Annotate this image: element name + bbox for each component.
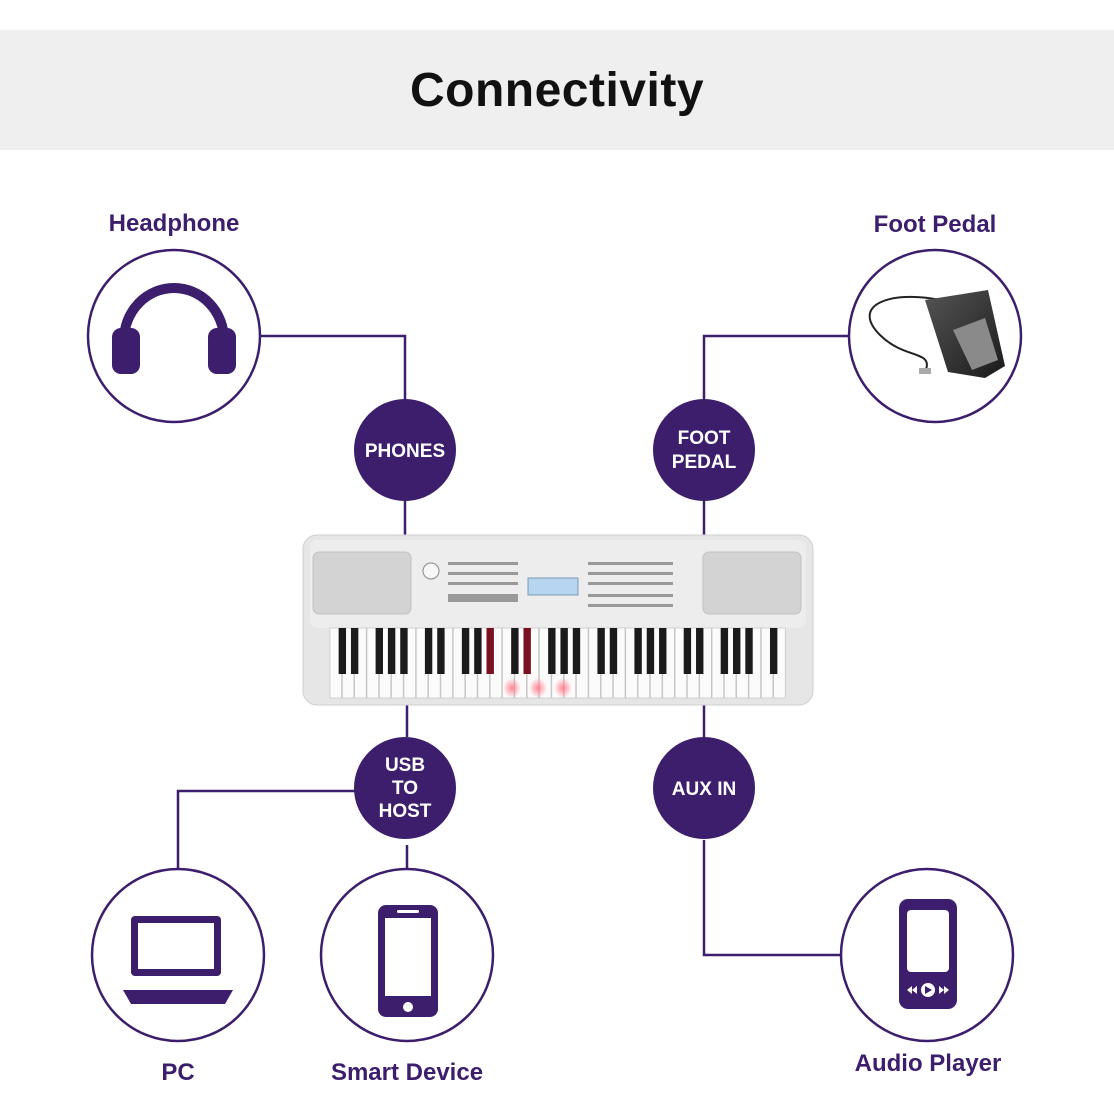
right-speaker xyxy=(702,551,802,615)
black-key xyxy=(474,628,482,674)
foot-pedal-port-label-1: FOOT xyxy=(678,428,731,449)
black-key xyxy=(609,628,618,674)
headphone-label: Headphone xyxy=(109,210,240,237)
aux-in-port: AUX IN xyxy=(653,737,755,839)
black-key xyxy=(634,628,642,674)
black-key xyxy=(338,628,347,674)
black-key xyxy=(696,628,704,674)
audio-player-icon xyxy=(899,899,957,1009)
black-key xyxy=(683,628,692,674)
smart-device xyxy=(319,867,495,1043)
connector-lines xyxy=(176,334,850,957)
left-speaker xyxy=(312,551,412,615)
black-key xyxy=(646,628,655,674)
laptop-icon xyxy=(123,916,233,1004)
black-key xyxy=(461,628,470,674)
black-key xyxy=(659,628,667,674)
usb-to-host-port: USB TO HOST xyxy=(354,737,456,839)
black-key xyxy=(511,628,519,674)
lit-key-glow-1 xyxy=(503,678,521,698)
phones-port: PHONES xyxy=(354,399,456,501)
audio-player-device xyxy=(839,867,1015,1043)
black-key xyxy=(375,628,383,674)
black-key xyxy=(572,628,581,674)
keyboard-image xyxy=(302,534,814,706)
aux-in-port-label: AUX IN xyxy=(672,779,736,800)
foot-pedal-icon xyxy=(868,290,1005,378)
black-key xyxy=(437,628,445,674)
lit-key-glow-3 xyxy=(554,678,572,698)
black-key xyxy=(720,628,729,674)
black-key xyxy=(350,628,359,674)
foot-pedal-port-label-2: PEDAL xyxy=(672,452,737,473)
black-keys xyxy=(338,628,778,674)
foot-pedal-label: Foot Pedal xyxy=(874,211,997,238)
usb-port-label-3: HOST xyxy=(379,801,432,822)
black-key xyxy=(733,628,741,674)
black-key xyxy=(560,628,568,674)
line-aux-audioplayer xyxy=(702,840,840,957)
line-footpedal-port xyxy=(702,334,850,400)
foot-pedal-port: FOOT PEDAL xyxy=(653,399,755,501)
black-key xyxy=(523,628,531,674)
pc-label: PC xyxy=(161,1059,194,1086)
lit-key-glow-2 xyxy=(529,678,547,698)
black-key xyxy=(548,628,556,674)
header-banner: Connectivity xyxy=(0,30,1114,150)
line-usb-pc xyxy=(176,789,356,870)
pc-device xyxy=(90,867,266,1043)
black-key xyxy=(745,628,753,674)
headphone-device xyxy=(86,248,262,424)
volume-knob xyxy=(422,562,440,580)
page-title: Connectivity xyxy=(409,63,705,117)
phones-port-label: PHONES xyxy=(365,441,445,462)
control-buttons xyxy=(448,562,673,607)
black-key xyxy=(387,628,396,674)
black-key xyxy=(424,628,433,674)
lcd-display xyxy=(527,577,579,596)
white-keys xyxy=(329,627,786,699)
black-key xyxy=(597,628,605,674)
black-key xyxy=(486,628,494,674)
black-key xyxy=(400,628,408,674)
smartphone-icon xyxy=(378,905,438,1017)
smart-device-label: Smart Device xyxy=(331,1059,483,1086)
headphone-icon xyxy=(112,283,236,374)
usb-port-label-1: USB xyxy=(385,755,425,776)
line-headphone-phones xyxy=(260,334,407,400)
foot-pedal-device xyxy=(847,248,1023,424)
audio-player-label: Audio Player xyxy=(855,1050,1002,1077)
black-key xyxy=(769,628,778,674)
usb-port-label-2: TO xyxy=(392,778,418,799)
